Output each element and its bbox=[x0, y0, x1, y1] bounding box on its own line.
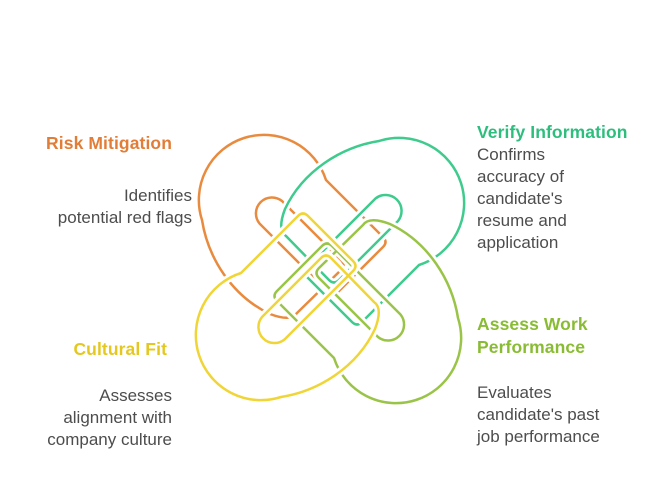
section-title: Assess Work Performance bbox=[477, 314, 588, 357]
section-description-line: Assesses bbox=[99, 386, 172, 405]
section-description-line: candidate's past bbox=[477, 405, 600, 424]
section-description-line: alignment with bbox=[63, 408, 172, 427]
section-description-line: job performance bbox=[477, 427, 600, 446]
section-title: Risk Mitigation bbox=[46, 133, 172, 153]
section-description-line: Identifies bbox=[123, 186, 192, 205]
section-title: Verify Information bbox=[477, 122, 628, 142]
section-title: Cultural Fit bbox=[73, 339, 167, 359]
section-description-line: resume and bbox=[477, 211, 567, 230]
section-description-line: potential red flags bbox=[57, 208, 192, 227]
section-cultural-fit: Cultural Fit Assesses alignment with com… bbox=[0, 338, 172, 451]
section-verify-information: Verify Information Confirms accuracy of … bbox=[477, 121, 642, 254]
section-description-line: company culture bbox=[47, 430, 172, 449]
section-description-line: accuracy of bbox=[477, 167, 564, 186]
section-description-line: Confirms bbox=[477, 145, 546, 164]
section-description-line: candidate's bbox=[477, 189, 563, 208]
section-risk-mitigation: Risk Mitigation Identifies potential red… bbox=[0, 132, 192, 229]
section-description-line: Evaluates bbox=[477, 383, 552, 402]
section-description-line: application bbox=[477, 233, 559, 252]
section-assess-work-performance: Assess Work Performance Evaluates candid… bbox=[477, 313, 629, 448]
